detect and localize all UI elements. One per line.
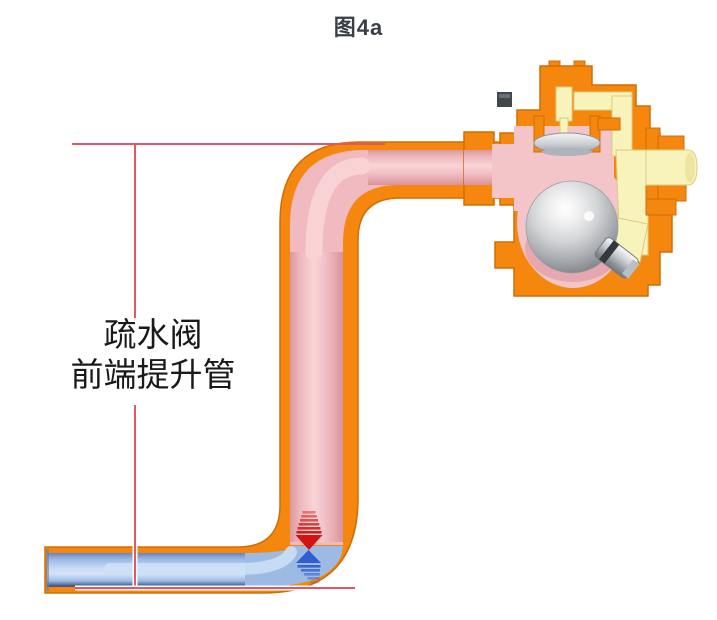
dimension-lines: [72, 143, 385, 591]
valve-disc: [533, 132, 601, 156]
bolt: [497, 92, 512, 107]
figure-title: 图4a: [333, 15, 384, 40]
pipe-run: [44, 141, 501, 594]
valve-bracket: [533, 115, 621, 153]
riser-annotation-line1: 疏水阀: [103, 318, 203, 354]
valve-seat: [594, 237, 640, 279]
inlet-flange: [463, 131, 514, 206]
flow-arrow-down-red: [295, 511, 323, 550]
trap-outlet: [645, 127, 698, 216]
pipe-casing: [44, 141, 501, 594]
steam-trap: [455, 60, 698, 297]
riser-annotation: 疏水阀 前端提升管: [63, 316, 243, 396]
riser-annotation-line2: 前端提升管: [70, 358, 236, 394]
steam-passages: [555, 86, 649, 263]
float-ball: [525, 180, 619, 274]
pipe-cut-end: [46, 549, 49, 591]
flow-arrow-up-blue: [296, 550, 321, 584]
